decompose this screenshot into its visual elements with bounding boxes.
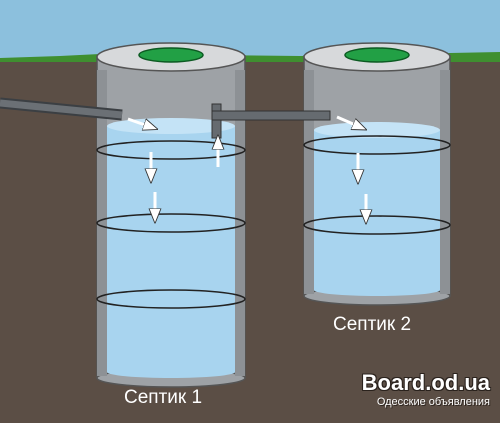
tank-1-water	[107, 126, 235, 372]
overflow-pipe-vertical	[211, 103, 222, 139]
tank-2-water-bottom	[314, 284, 440, 296]
tank-2-right-shade	[440, 70, 450, 294]
tank-2-ring-2	[303, 215, 451, 235]
tank-2-ring-1	[303, 135, 451, 155]
tank-2	[303, 42, 451, 306]
tank-2-water-surface	[314, 122, 440, 138]
watermark-sub: Одесские объявления	[376, 396, 490, 408]
tank-1-ring-3	[96, 289, 246, 309]
tank-1-left-shade	[97, 70, 107, 376]
overflow-pipe-horizontal	[211, 110, 331, 121]
tank-2-left-shade	[304, 70, 314, 294]
tank-1-ring-1	[96, 140, 246, 160]
manhole-lid-icon	[344, 47, 410, 63]
tank-1-ring-2	[96, 213, 246, 233]
tank-2-water	[314, 130, 440, 290]
inlet-pipe-inner	[0, 99, 123, 119]
tank-1	[96, 42, 246, 388]
watermark: Board.od.ua Одесские объявления	[361, 370, 490, 409]
manhole-lid-icon	[138, 47, 204, 63]
tank-1-water-bottom	[107, 366, 235, 378]
arrow-icon	[336, 115, 360, 127]
arrow-icon	[127, 117, 151, 127]
watermark-main: Board.od.ua	[361, 370, 490, 395]
tank-1-label: Септик 1	[124, 387, 203, 408]
tank-2-label: Септик 2	[333, 314, 412, 335]
tank-1-right-shade	[235, 70, 245, 376]
